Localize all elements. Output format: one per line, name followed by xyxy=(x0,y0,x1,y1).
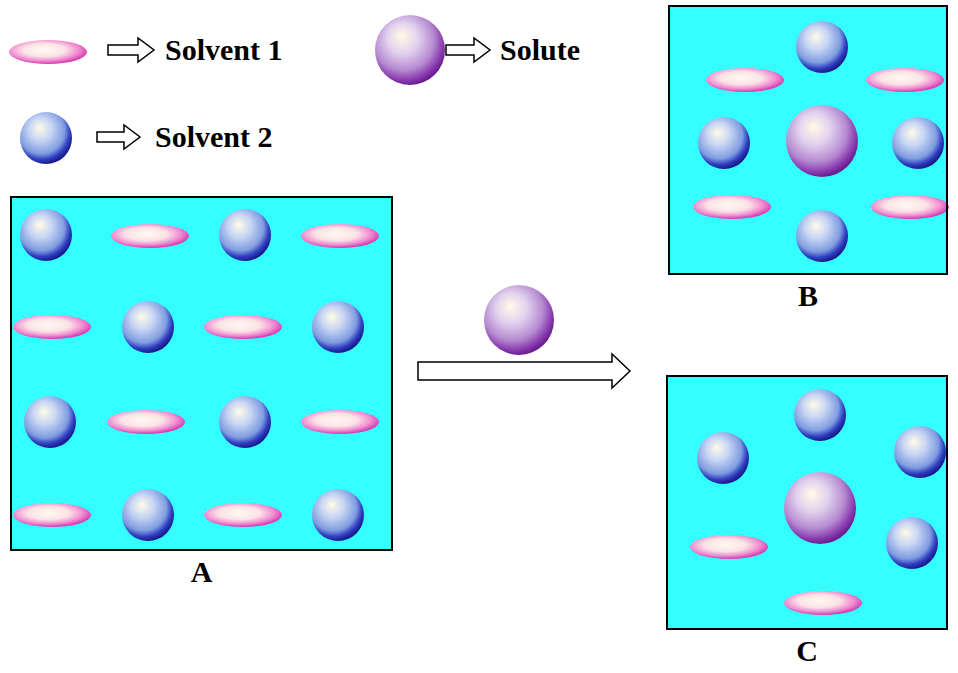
solution-box: A xyxy=(10,196,393,551)
legend-text: Solvent 1 xyxy=(165,33,283,67)
solution-box: B xyxy=(668,5,948,275)
legend-text: Solute xyxy=(500,33,580,67)
box-label: A xyxy=(12,555,391,589)
solution-box: C xyxy=(666,375,948,630)
box-label: B xyxy=(670,279,946,313)
legend-text: Solvent 2 xyxy=(155,120,273,154)
box-label: C xyxy=(668,634,946,668)
